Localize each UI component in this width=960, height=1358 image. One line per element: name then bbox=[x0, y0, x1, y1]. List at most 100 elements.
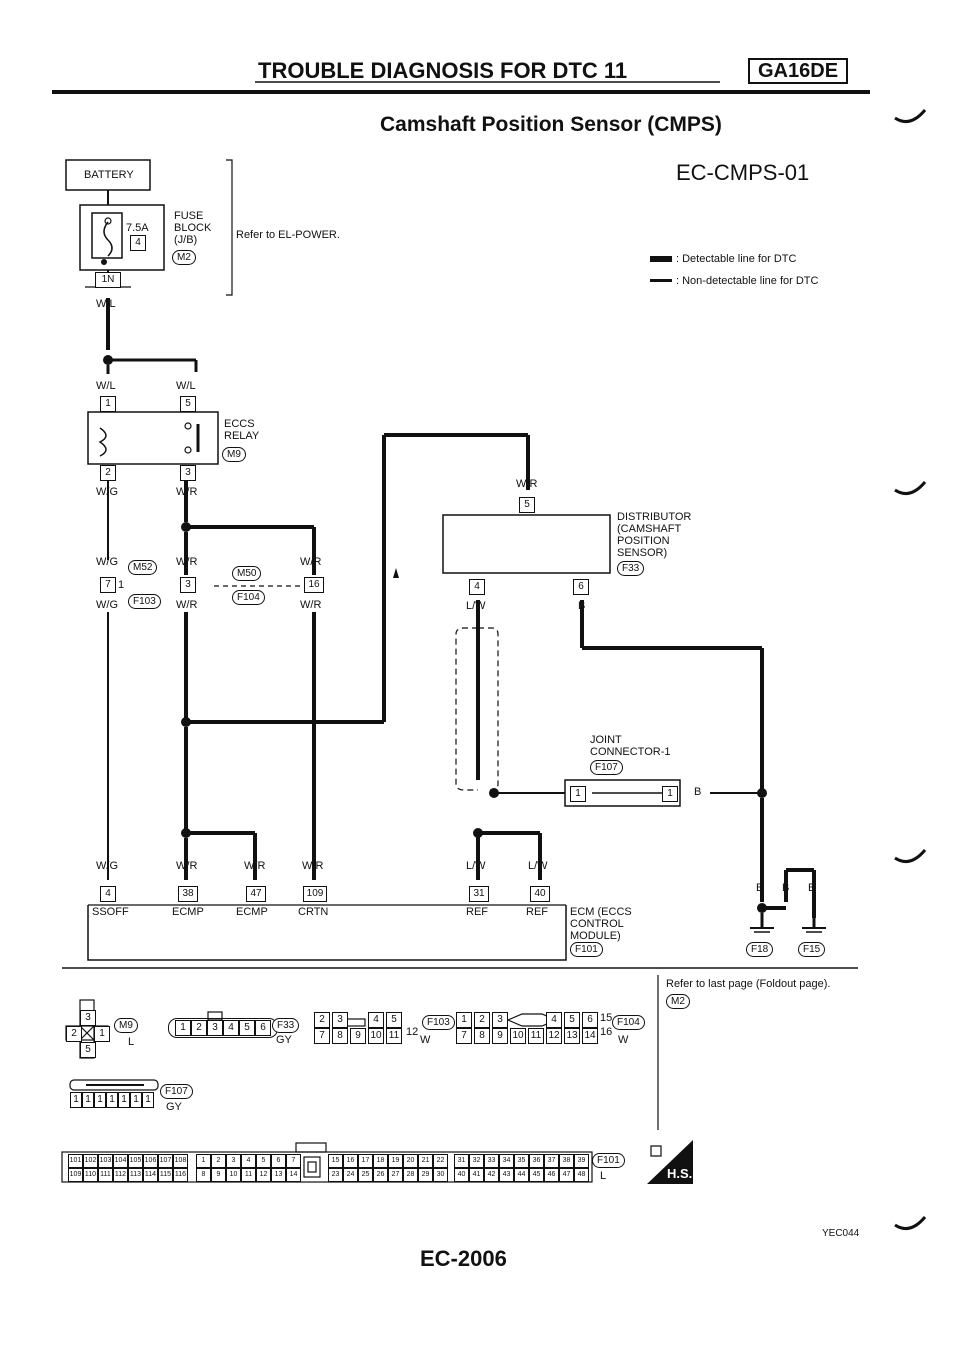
bottom-f107: F107 bbox=[160, 1084, 193, 1099]
f104-pin: 6 bbox=[582, 1012, 598, 1028]
wire-color-wg-3: W/G bbox=[96, 599, 118, 611]
ecm-pin-38: 38 bbox=[178, 886, 198, 902]
f101-pin: 3 bbox=[226, 1154, 241, 1168]
relay-pin-2: 2 bbox=[100, 465, 116, 481]
f101-pin: 27 bbox=[388, 1168, 403, 1182]
f101-pin: 41 bbox=[469, 1168, 484, 1182]
f107-pin: 1 bbox=[82, 1092, 94, 1108]
f101-pin: 16 bbox=[343, 1154, 358, 1168]
f103-pin: 2 bbox=[314, 1012, 330, 1028]
wire-color-wl-top: W/L bbox=[96, 298, 116, 310]
fuse-block-connector: M2 bbox=[172, 250, 196, 265]
f104-pin: 13 bbox=[564, 1028, 580, 1044]
f107-pin: 1 bbox=[142, 1092, 154, 1108]
f101-pin: 21 bbox=[418, 1154, 433, 1168]
wire-color-wr-3: W/R bbox=[176, 599, 198, 611]
f101-pin: 106 bbox=[143, 1154, 158, 1168]
f101-pin: 28 bbox=[403, 1168, 418, 1182]
ecm-pin-31: 31 bbox=[469, 886, 489, 902]
relay-pin-5: 5 bbox=[180, 396, 196, 412]
f101-pin: 32 bbox=[469, 1154, 484, 1168]
legend-detectable: : Detectable line for DTC bbox=[676, 253, 797, 265]
wire-color-wr-ecm2: W/R bbox=[244, 860, 266, 872]
f103-pin: 3 bbox=[332, 1012, 348, 1028]
connector-m52: M52 bbox=[128, 560, 158, 575]
ecm-terminal-ref-1: REF bbox=[466, 906, 488, 918]
refer-el-power: Refer to EL-POWER. bbox=[236, 229, 340, 241]
page-number: EC-2006 bbox=[420, 1246, 507, 1271]
engine-badge: GA16DE bbox=[748, 58, 849, 84]
wire-color-wl-right: W/L bbox=[176, 380, 196, 392]
wire-color-wg-2: W/G bbox=[96, 556, 118, 568]
f104-pin: 1 bbox=[456, 1012, 472, 1028]
wire-color-wr-2: W/R bbox=[176, 556, 198, 568]
f104-grid: 1 2 3 4 5 6 7 8 9 10 11 12 13 14 bbox=[456, 1012, 600, 1044]
joint-pin-right: 1 bbox=[662, 786, 678, 802]
f101-pin: 104 bbox=[113, 1154, 128, 1168]
harness-symbol-icon: H.S. bbox=[647, 1140, 693, 1184]
refer-last-page: Refer to last page (Foldout page). bbox=[666, 978, 831, 990]
wire-color-b-g1: B bbox=[756, 882, 764, 894]
f101-pin: 110 bbox=[83, 1168, 98, 1182]
connector-pin-1: 1 bbox=[118, 579, 125, 591]
ecm-terminal-ssoff: SSOFF bbox=[92, 906, 129, 918]
wire-color-wr-dist: W/R bbox=[516, 478, 538, 490]
ecm-label: ECM (ECCS CONTROL MODULE) bbox=[570, 906, 632, 942]
f101-pin: 14 bbox=[286, 1168, 301, 1182]
f104-pin: 4 bbox=[546, 1012, 562, 1028]
f101-pin: 101 bbox=[68, 1154, 83, 1168]
f101-pin: 29 bbox=[418, 1168, 433, 1182]
wire-color-wr-4: W/R bbox=[300, 556, 322, 568]
f104-pin: 14 bbox=[582, 1028, 598, 1044]
ecm-pin-109: 109 bbox=[303, 886, 327, 902]
f101-pin: 43 bbox=[499, 1168, 514, 1182]
f104-pin: 10 bbox=[510, 1028, 526, 1044]
wire-color-b-g3: B bbox=[808, 882, 816, 894]
f104-pin: 2 bbox=[474, 1012, 490, 1028]
f101-pin: 25 bbox=[358, 1168, 373, 1182]
f104-key bbox=[510, 1012, 528, 1028]
ground-connector-f18: F18 bbox=[746, 942, 774, 957]
f104-key bbox=[528, 1012, 546, 1028]
connector-m50: M50 bbox=[232, 566, 262, 581]
f107-pin: 1 bbox=[130, 1092, 142, 1108]
ecm-terminal-crtn: CRTN bbox=[298, 906, 329, 918]
wire-color-wg-ecm: W/G bbox=[96, 860, 118, 872]
f101-pin: 9 bbox=[211, 1168, 226, 1182]
wire-color-b-joint: B bbox=[694, 786, 702, 798]
f101-pin: 26 bbox=[373, 1168, 388, 1182]
f104-pin: 3 bbox=[492, 1012, 508, 1028]
f101-pin: 37 bbox=[544, 1154, 559, 1168]
f101-color: L bbox=[600, 1170, 607, 1182]
wire-color-lw-ecm1: L/W bbox=[466, 860, 486, 872]
section-subtitle: Camshaft Position Sensor (CMPS) bbox=[380, 113, 722, 136]
f107-pin: 1 bbox=[118, 1092, 130, 1108]
f33-pin: 2 bbox=[191, 1020, 207, 1036]
f33-pin: 6 bbox=[255, 1020, 271, 1036]
wire-color-wr-5: W/R bbox=[300, 599, 322, 611]
m9-pin-2: 2 bbox=[66, 1026, 82, 1042]
connector-f104: F104 bbox=[232, 590, 265, 605]
connector-pin-3: 3 bbox=[180, 577, 196, 593]
fuse-block-pin: 1N bbox=[95, 272, 121, 288]
f101-pin: 31 bbox=[454, 1154, 469, 1168]
battery-label: BATTERY bbox=[84, 169, 134, 181]
f107-pin: 1 bbox=[106, 1092, 118, 1108]
f101-pin: 112 bbox=[113, 1168, 128, 1182]
wire-color-lw-ecm2: L/W bbox=[528, 860, 548, 872]
wire-color-lw-1: L/W bbox=[466, 600, 486, 612]
f101-pin: 107 bbox=[158, 1154, 173, 1168]
f103-pin: 10 bbox=[368, 1028, 384, 1044]
page-title: TROUBLE DIAGNOSIS FOR DTC 11 bbox=[258, 58, 628, 83]
f101-pin: 7 bbox=[286, 1154, 301, 1168]
legend-non-detectable: : Non-detectable line for DTC bbox=[676, 275, 819, 287]
f101-pin: 109 bbox=[68, 1168, 83, 1182]
relay-pin-3: 3 bbox=[180, 465, 196, 481]
f101-pin: 39 bbox=[574, 1154, 589, 1168]
f101-pin: 48 bbox=[574, 1168, 589, 1182]
distributor-pin-4: 4 bbox=[469, 579, 485, 595]
f33-pin: 3 bbox=[207, 1020, 223, 1036]
f107-row: 1 1 1 1 1 1 1 bbox=[70, 1092, 154, 1108]
